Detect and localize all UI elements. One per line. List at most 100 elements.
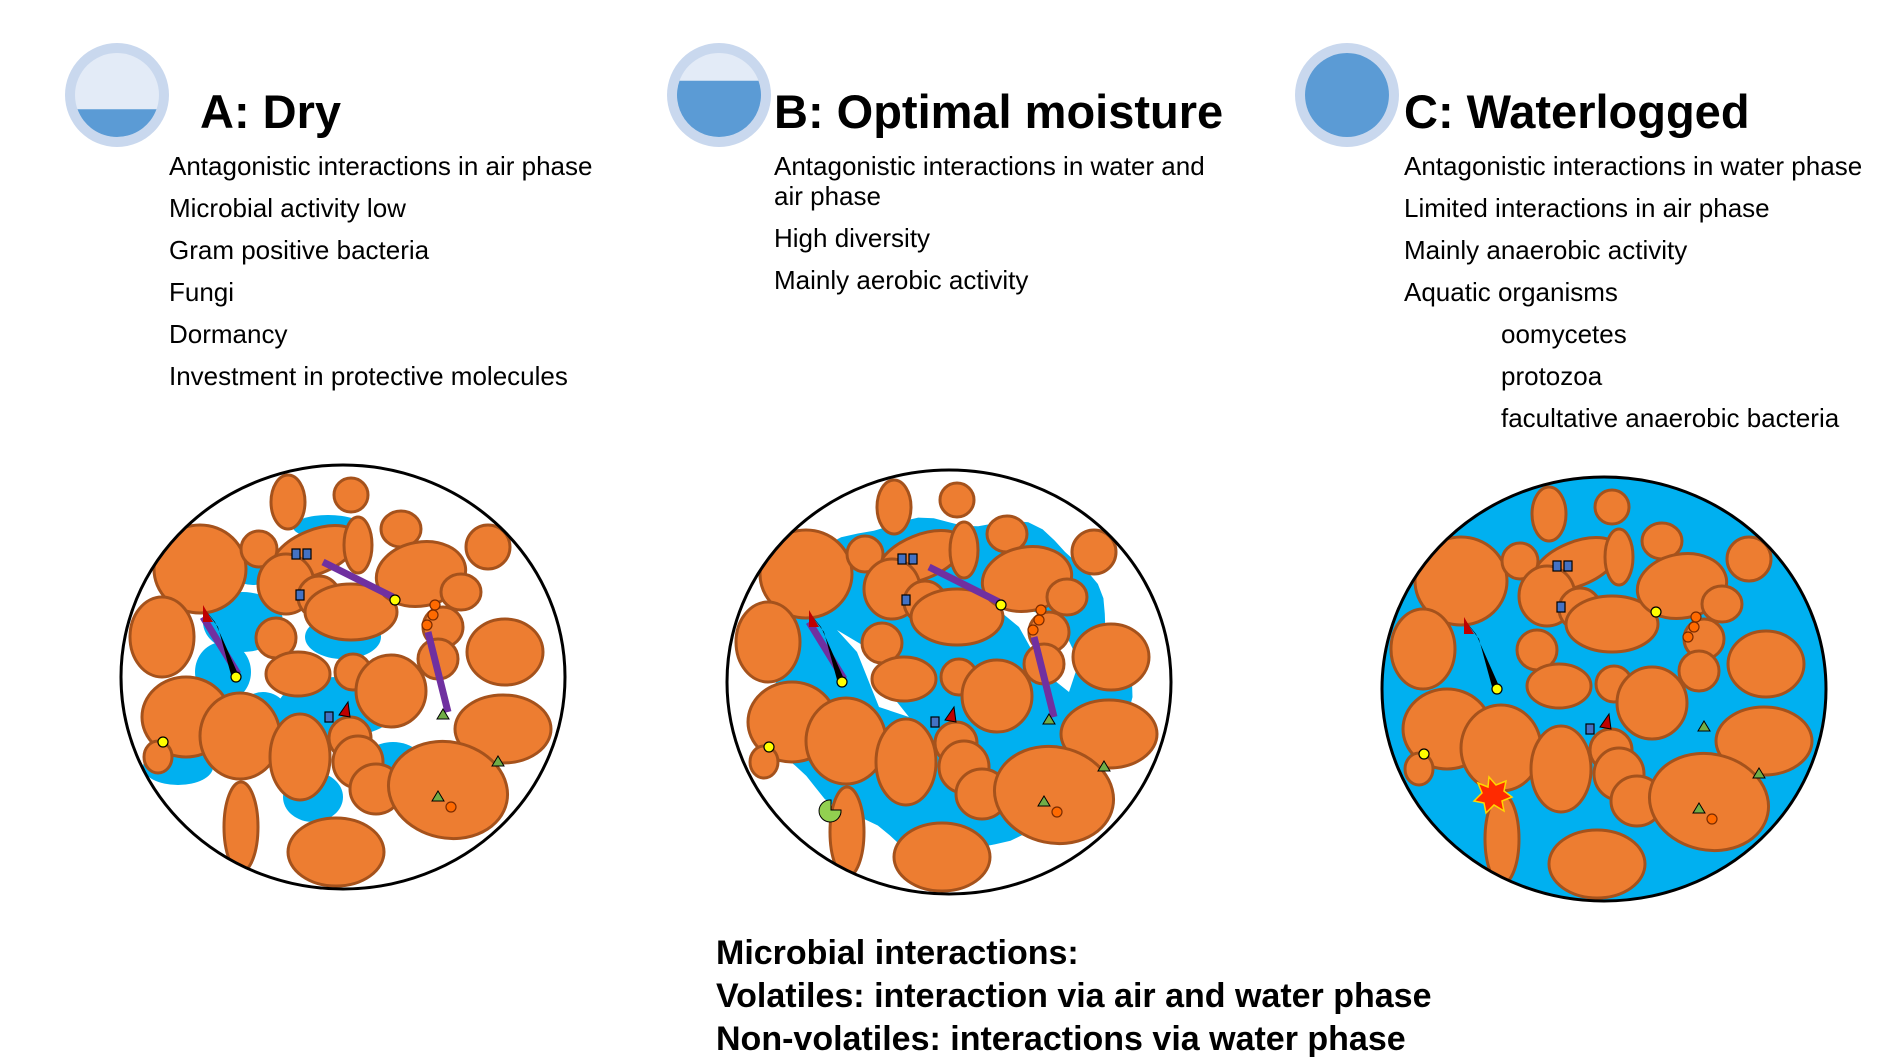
soil-outline <box>725 468 1173 896</box>
orange-cell <box>427 609 439 621</box>
microbes <box>157 548 505 813</box>
soil-particle <box>1045 577 1089 617</box>
yellow-cell <box>1491 683 1503 695</box>
soil-diagram-optimal <box>725 468 1173 896</box>
soil-pore-space <box>121 465 565 889</box>
soil-particle <box>332 476 370 514</box>
soil-particle <box>239 529 279 569</box>
soil-particle <box>1615 665 1689 741</box>
blue-cell <box>908 553 918 565</box>
orange-cell <box>1033 614 1045 626</box>
soil-particle <box>453 693 553 765</box>
soil-particle <box>269 473 307 531</box>
soil-particle <box>1725 535 1773 583</box>
soil-particle <box>1700 584 1744 624</box>
green-cell <box>1097 760 1111 772</box>
summary-line-non-volatiles: Non-volatiles: interactions via water ph… <box>716 1020 1406 1058</box>
soil-particle <box>386 739 510 841</box>
blue-cell <box>291 548 301 560</box>
yellow-cell <box>763 741 775 753</box>
blue-cell <box>302 548 312 560</box>
soil-particle <box>268 712 332 802</box>
soil-particle <box>845 534 885 574</box>
points-list-waterlogged: Antagonistic interactions in water phase… <box>1404 151 1874 445</box>
point-item: High diversity <box>774 223 931 253</box>
soil-pore-space <box>727 470 1171 894</box>
soil-particle <box>464 523 512 571</box>
soil-particle <box>992 744 1116 846</box>
yellow-cell <box>389 594 401 606</box>
blue-cell <box>1556 601 1566 613</box>
soil-particle <box>748 744 780 780</box>
blue-cell <box>295 589 305 601</box>
bacterium-chain <box>809 612 844 687</box>
green-cell <box>1697 720 1711 732</box>
bacterium-marker <box>809 610 819 627</box>
soil-particle <box>1677 649 1721 693</box>
blue-cell <box>1563 560 1573 572</box>
soil-particle <box>909 587 1005 647</box>
point-item: Mainly aerobic activity <box>774 265 1029 295</box>
orange-cell <box>1706 813 1718 825</box>
soil-particle <box>948 520 980 580</box>
soil-diagram-waterlogged <box>1380 475 1828 903</box>
summary-line-heading: Microbial interactions: <box>716 934 1079 972</box>
orange-cell <box>1682 631 1694 643</box>
soil-particle <box>870 655 938 703</box>
soil-particle <box>1564 594 1660 654</box>
gauge-water-level <box>677 80 761 137</box>
point-item: Fungi <box>169 277 235 307</box>
soil-particle <box>960 658 1034 734</box>
green-cell <box>491 755 505 767</box>
point-item: Aquatic organisms <box>1404 277 1618 307</box>
soil-particle <box>1413 535 1509 627</box>
soil-particle <box>142 739 174 775</box>
soil-particle <box>354 653 428 729</box>
microbes <box>1418 560 1766 825</box>
blue-cell <box>930 716 940 728</box>
soil-particle <box>1071 622 1151 692</box>
orange-cell <box>445 801 457 813</box>
panel-title-waterlogged: C: Waterlogged <box>1404 85 1750 138</box>
fungal-hypha <box>424 631 452 713</box>
point-item: Antagonistic interactions in air phase <box>169 151 593 181</box>
yellow-cell <box>836 676 848 688</box>
blue-cell <box>1552 560 1562 572</box>
soil-particle <box>1525 662 1593 710</box>
soil-particle <box>1459 703 1543 793</box>
bacterium-marker <box>1464 617 1474 634</box>
soil-particle <box>1647 751 1771 853</box>
soil-particle <box>892 821 992 893</box>
orange-cell <box>1051 806 1063 818</box>
soil-particle <box>128 595 196 679</box>
soil-particle <box>465 617 545 687</box>
yellow-cell <box>1418 748 1430 760</box>
soil-particle <box>1593 488 1631 526</box>
green-cell <box>1037 795 1051 807</box>
microbes <box>763 553 1111 823</box>
soil-outline <box>1380 475 1828 903</box>
orange-cell <box>1688 621 1700 633</box>
point-item: Gram positive bacteria <box>169 235 430 265</box>
soil-particle <box>286 816 386 888</box>
soil-particle <box>804 696 888 786</box>
point-item: Antagonistic interactions in water and a… <box>774 151 1205 211</box>
point-sub-item: facultative anaerobic bacteria <box>1501 403 1840 433</box>
green-cell <box>431 790 445 802</box>
green-cell <box>1752 767 1766 779</box>
panel-title-optimal: B: Optimal moisture <box>774 85 1224 138</box>
point-item: Antagonistic interactions in water phase <box>1404 151 1863 181</box>
soil-particle <box>1714 705 1814 777</box>
orange-cell <box>421 619 433 631</box>
soil-particle <box>875 478 913 536</box>
soil-particle <box>342 515 374 575</box>
summary-line-volatiles: Volatiles: interaction via air and water… <box>716 977 1432 1015</box>
oomycete-burst <box>1472 775 1514 815</box>
soil-particle <box>1603 527 1635 587</box>
moisture-gauge-dry <box>65 43 169 147</box>
fungal-hypha <box>321 558 395 601</box>
soil-particle <box>198 691 282 781</box>
moisture-gauge-waterlogged <box>1295 43 1399 147</box>
soil-diagram-dry <box>119 463 567 891</box>
soil-particle <box>1500 541 1540 581</box>
